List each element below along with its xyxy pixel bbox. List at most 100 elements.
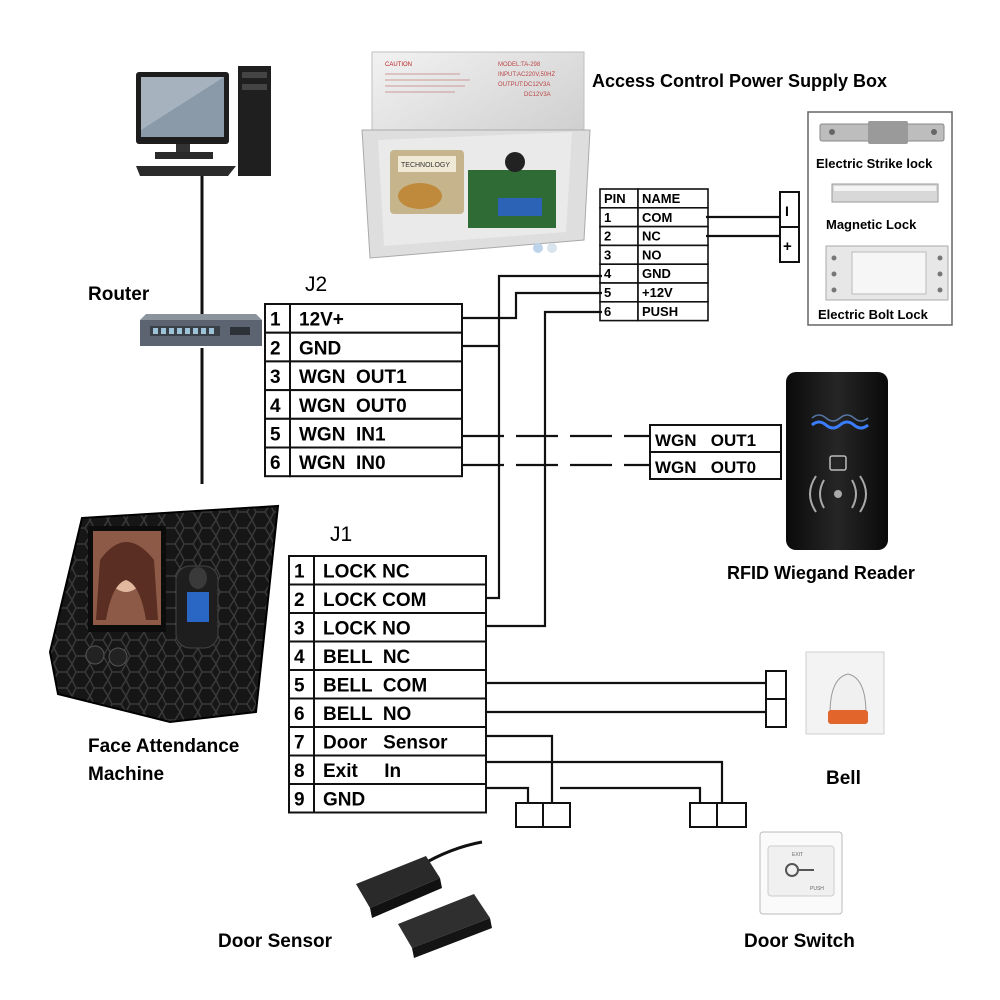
j2-name-cell <box>289 303 463 334</box>
j1-pin-name: LOCK NC <box>323 562 410 583</box>
j2-title: J2 <box>305 273 327 296</box>
electric-bolt-lock-icon <box>825 245 949 301</box>
j2-name-cell <box>289 446 463 478</box>
psu-table-header: PIN <box>604 191 626 206</box>
electric-bolt-lock-label: Electric Bolt Lock <box>818 307 929 322</box>
j2-pin-name: WGN OUT1 <box>299 367 407 388</box>
door-switch-push-text: PUSH <box>810 886 824 892</box>
magnetic-lock-label: Magnetic Lock <box>826 217 917 232</box>
bell-label: Bell <box>826 768 861 789</box>
j2-pin-number: 6 <box>270 453 281 474</box>
j2-pin-name: 12V+ <box>299 310 344 331</box>
electric-strike-lock-label: Electric Strike lock <box>816 156 933 171</box>
psu-output-text: OUTPUT:DC12V3A <box>498 82 550 88</box>
j1-pin-number: 6 <box>294 704 305 725</box>
j1-connector: 1 LOCK NC 2 LOCK COM 3 LOCK NO 4 BELL NC 5 BELL C… <box>288 555 487 814</box>
j2-pin-number: 4 <box>270 396 281 417</box>
j1-pin-name: BELL COM <box>323 676 427 697</box>
face-machine-label-line2: Machine <box>88 764 164 785</box>
j1-pin-name: Exit In <box>323 761 401 782</box>
wires <box>462 215 780 803</box>
power-supply-label: Access Control Power Supply Box <box>592 71 887 91</box>
psu-output2-text: DC12V3A <box>524 92 551 98</box>
j2-pin-number: 1 <box>270 310 281 331</box>
j2-name-cell <box>289 360 463 392</box>
door-switch-terminal <box>689 802 747 828</box>
j1-name-cell <box>313 754 487 785</box>
magnetic-lock-icon <box>831 183 939 203</box>
psu-pin-name: NO <box>642 247 662 262</box>
psu-table-cell <box>637 300 709 322</box>
wgn-out0-label: WGN OUT0 <box>655 458 756 477</box>
j2-pin-name: GND <box>299 338 341 359</box>
j1-pin-number: 1 <box>294 562 305 583</box>
door-sensor-label: Door Sensor <box>218 931 333 952</box>
j1-pin-name: LOCK NO <box>323 619 411 640</box>
psu-pin-number: 4 <box>604 266 612 281</box>
j2-name-cell <box>289 389 463 420</box>
j1-pin-number: 5 <box>294 676 305 697</box>
psu-input-text: INPUT:AC220V,50HZ <box>498 72 555 78</box>
rfid-reader-icon <box>786 372 888 550</box>
j2-pin-name: WGN IN0 <box>299 453 386 474</box>
router-label: Router <box>88 284 150 305</box>
router-icon <box>140 314 262 346</box>
j1-pin-name: LOCK COM <box>323 590 426 611</box>
locks-panel: Electric Strike lock Magnetic Lock Elect… <box>807 111 953 326</box>
face-attendance-machine-icon <box>48 504 280 724</box>
j1-pin-number: 9 <box>294 790 305 811</box>
psu-pin-name: NC <box>642 229 661 244</box>
psu-pin-name: +12V <box>642 285 673 300</box>
j1-name-cell <box>313 640 487 671</box>
psu-pin-number: 6 <box>604 304 611 319</box>
j2-name-cell <box>289 417 463 449</box>
psu-pin-number: 5 <box>604 285 611 300</box>
j1-pin-cell <box>288 640 315 671</box>
j1-pin-number: 2 <box>294 590 305 611</box>
psu-pin-table: PIN NAME 1 COM 2 NC 3 NO 4 GND 5 +12V 6 PUSH <box>599 188 709 322</box>
psu-pin-name: PUSH <box>642 304 678 319</box>
j1-pin-name: Door Sensor <box>323 733 448 754</box>
bell-icon <box>805 651 885 735</box>
door-switch-exit-text: EXIT <box>792 852 803 858</box>
psu-pin-number: 3 <box>604 247 611 262</box>
j1-pin-number: 8 <box>294 761 305 782</box>
lock-plus-symbol: + <box>783 238 792 255</box>
j1-name-cell <box>313 783 487 814</box>
j1-pin-name: BELL NO <box>323 704 411 725</box>
psu-caution-text: CAUTION <box>385 62 412 68</box>
power-supply-photo: CAUTION MODEL:TA-298 INPUT:AC220V,50HZ O… <box>361 51 591 259</box>
psu-pin-number: 2 <box>604 229 611 244</box>
j2-pin-number: 2 <box>270 338 281 359</box>
psu-table-header: NAME <box>642 191 681 206</box>
electric-strike-lock-icon <box>819 121 945 144</box>
j2-connector: 1 12V+ 2 GND 3 WGN OUT1 4 WGN OUT0 5 WGN IN1 6 WGN … <box>264 303 463 478</box>
wiegand-terminal: WGN OUT1 WGN OUT0 <box>649 424 782 480</box>
j2-pin-number: 3 <box>270 367 281 388</box>
j2-pin-cell <box>264 389 291 420</box>
j2-pin-name: WGN OUT0 <box>299 396 407 417</box>
bell-terminal <box>765 670 787 728</box>
j2-pin-cell <box>264 446 291 478</box>
door-switch-label: Door Switch <box>744 931 855 952</box>
computer-icon <box>136 66 271 176</box>
j1-pin-number: 7 <box>294 733 305 754</box>
j2-pin-number: 5 <box>270 425 281 446</box>
j2-pin-cell <box>264 417 291 449</box>
psu-pin-number: 1 <box>604 210 611 225</box>
j2-pin-name: WGN IN1 <box>299 425 386 446</box>
j1-title: J1 <box>330 523 352 546</box>
j1-pin-number: 3 <box>294 619 305 640</box>
psu-transformer-text: TECHNOLOGY <box>401 162 450 169</box>
j1-name-cell <box>313 669 487 700</box>
j1-pin-number: 4 <box>294 647 305 668</box>
psu-pin-name: COM <box>642 210 672 225</box>
lock-terminal: I + <box>779 191 800 263</box>
lock-minus-symbol: I <box>785 203 789 219</box>
psu-pin-name: GND <box>642 266 671 281</box>
j1-pin-name: BELL NC <box>323 647 411 668</box>
wgn-out1-label: WGN OUT1 <box>655 431 756 450</box>
door-switch-icon: EXIT PUSH <box>759 831 843 915</box>
rfid-reader-label: RFID Wiegand Reader <box>727 563 915 583</box>
